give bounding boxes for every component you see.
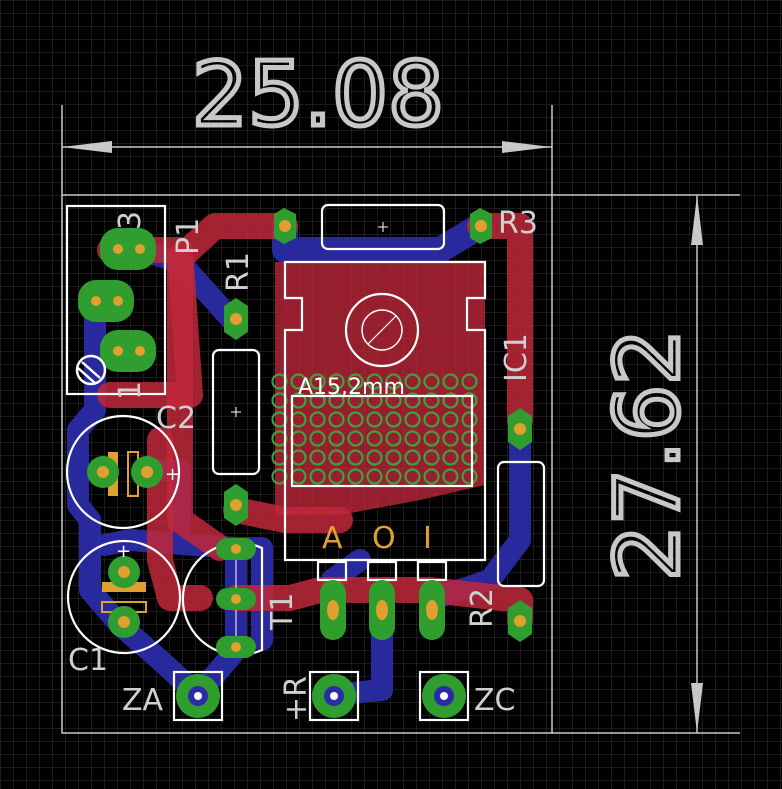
connector-zc-label: ZC <box>474 683 516 718</box>
connector-zc: ZC <box>418 670 516 722</box>
ic1-area-note: A15,2mm <box>298 375 405 400</box>
ic1-pin-o: O <box>372 521 396 556</box>
height-dimension: 27.62 <box>552 194 740 734</box>
width-dimension: 25.08 <box>61 41 553 195</box>
c1-plus: + <box>116 541 131 562</box>
height-dimension-label: 27.62 <box>596 329 699 581</box>
p1-ref: P1 <box>171 218 206 255</box>
ic1-pin-i: I <box>423 521 432 556</box>
p1-pin-1: 1 <box>113 381 148 400</box>
c2-plus: + <box>165 464 180 485</box>
ic1-ref: IC1 <box>499 333 534 382</box>
connector-za: ZA <box>122 670 224 722</box>
c2-capacitor: + C2 <box>65 401 196 530</box>
r2-resistor: R2 <box>465 408 546 642</box>
t1-ref: T1 <box>265 593 300 631</box>
p1-connector: P1 3 1 <box>65 204 206 400</box>
r1-resistor: R1 <box>211 252 261 526</box>
ic1-pin-a: A <box>322 521 343 556</box>
p1-mounting-screw-icon <box>75 354 107 386</box>
r2-ref: R2 <box>465 588 500 628</box>
c1-capacitor: + C1 <box>66 539 182 678</box>
board-outline <box>61 194 553 734</box>
connector-plus-r-label: +R <box>279 676 314 722</box>
ic1-regulator: A15,2mm A O I IC1 <box>283 260 534 640</box>
c2-ref: C2 <box>156 401 196 436</box>
ic1-mounting-hole-icon <box>344 292 420 368</box>
r3-resistor: R3 <box>274 203 538 251</box>
r1-ref: R1 <box>221 252 256 292</box>
p1-pin-3: 3 <box>113 211 148 230</box>
r3-ref: R3 <box>498 206 538 241</box>
connector-za-label: ZA <box>122 683 164 718</box>
ic1-thermal-vias <box>270 372 479 486</box>
connector-plus-r: +R <box>279 670 360 722</box>
t1-transistor: T1 <box>181 538 300 658</box>
c1-ref: C1 <box>68 643 108 678</box>
width-dimension-label: 25.08 <box>192 43 444 146</box>
